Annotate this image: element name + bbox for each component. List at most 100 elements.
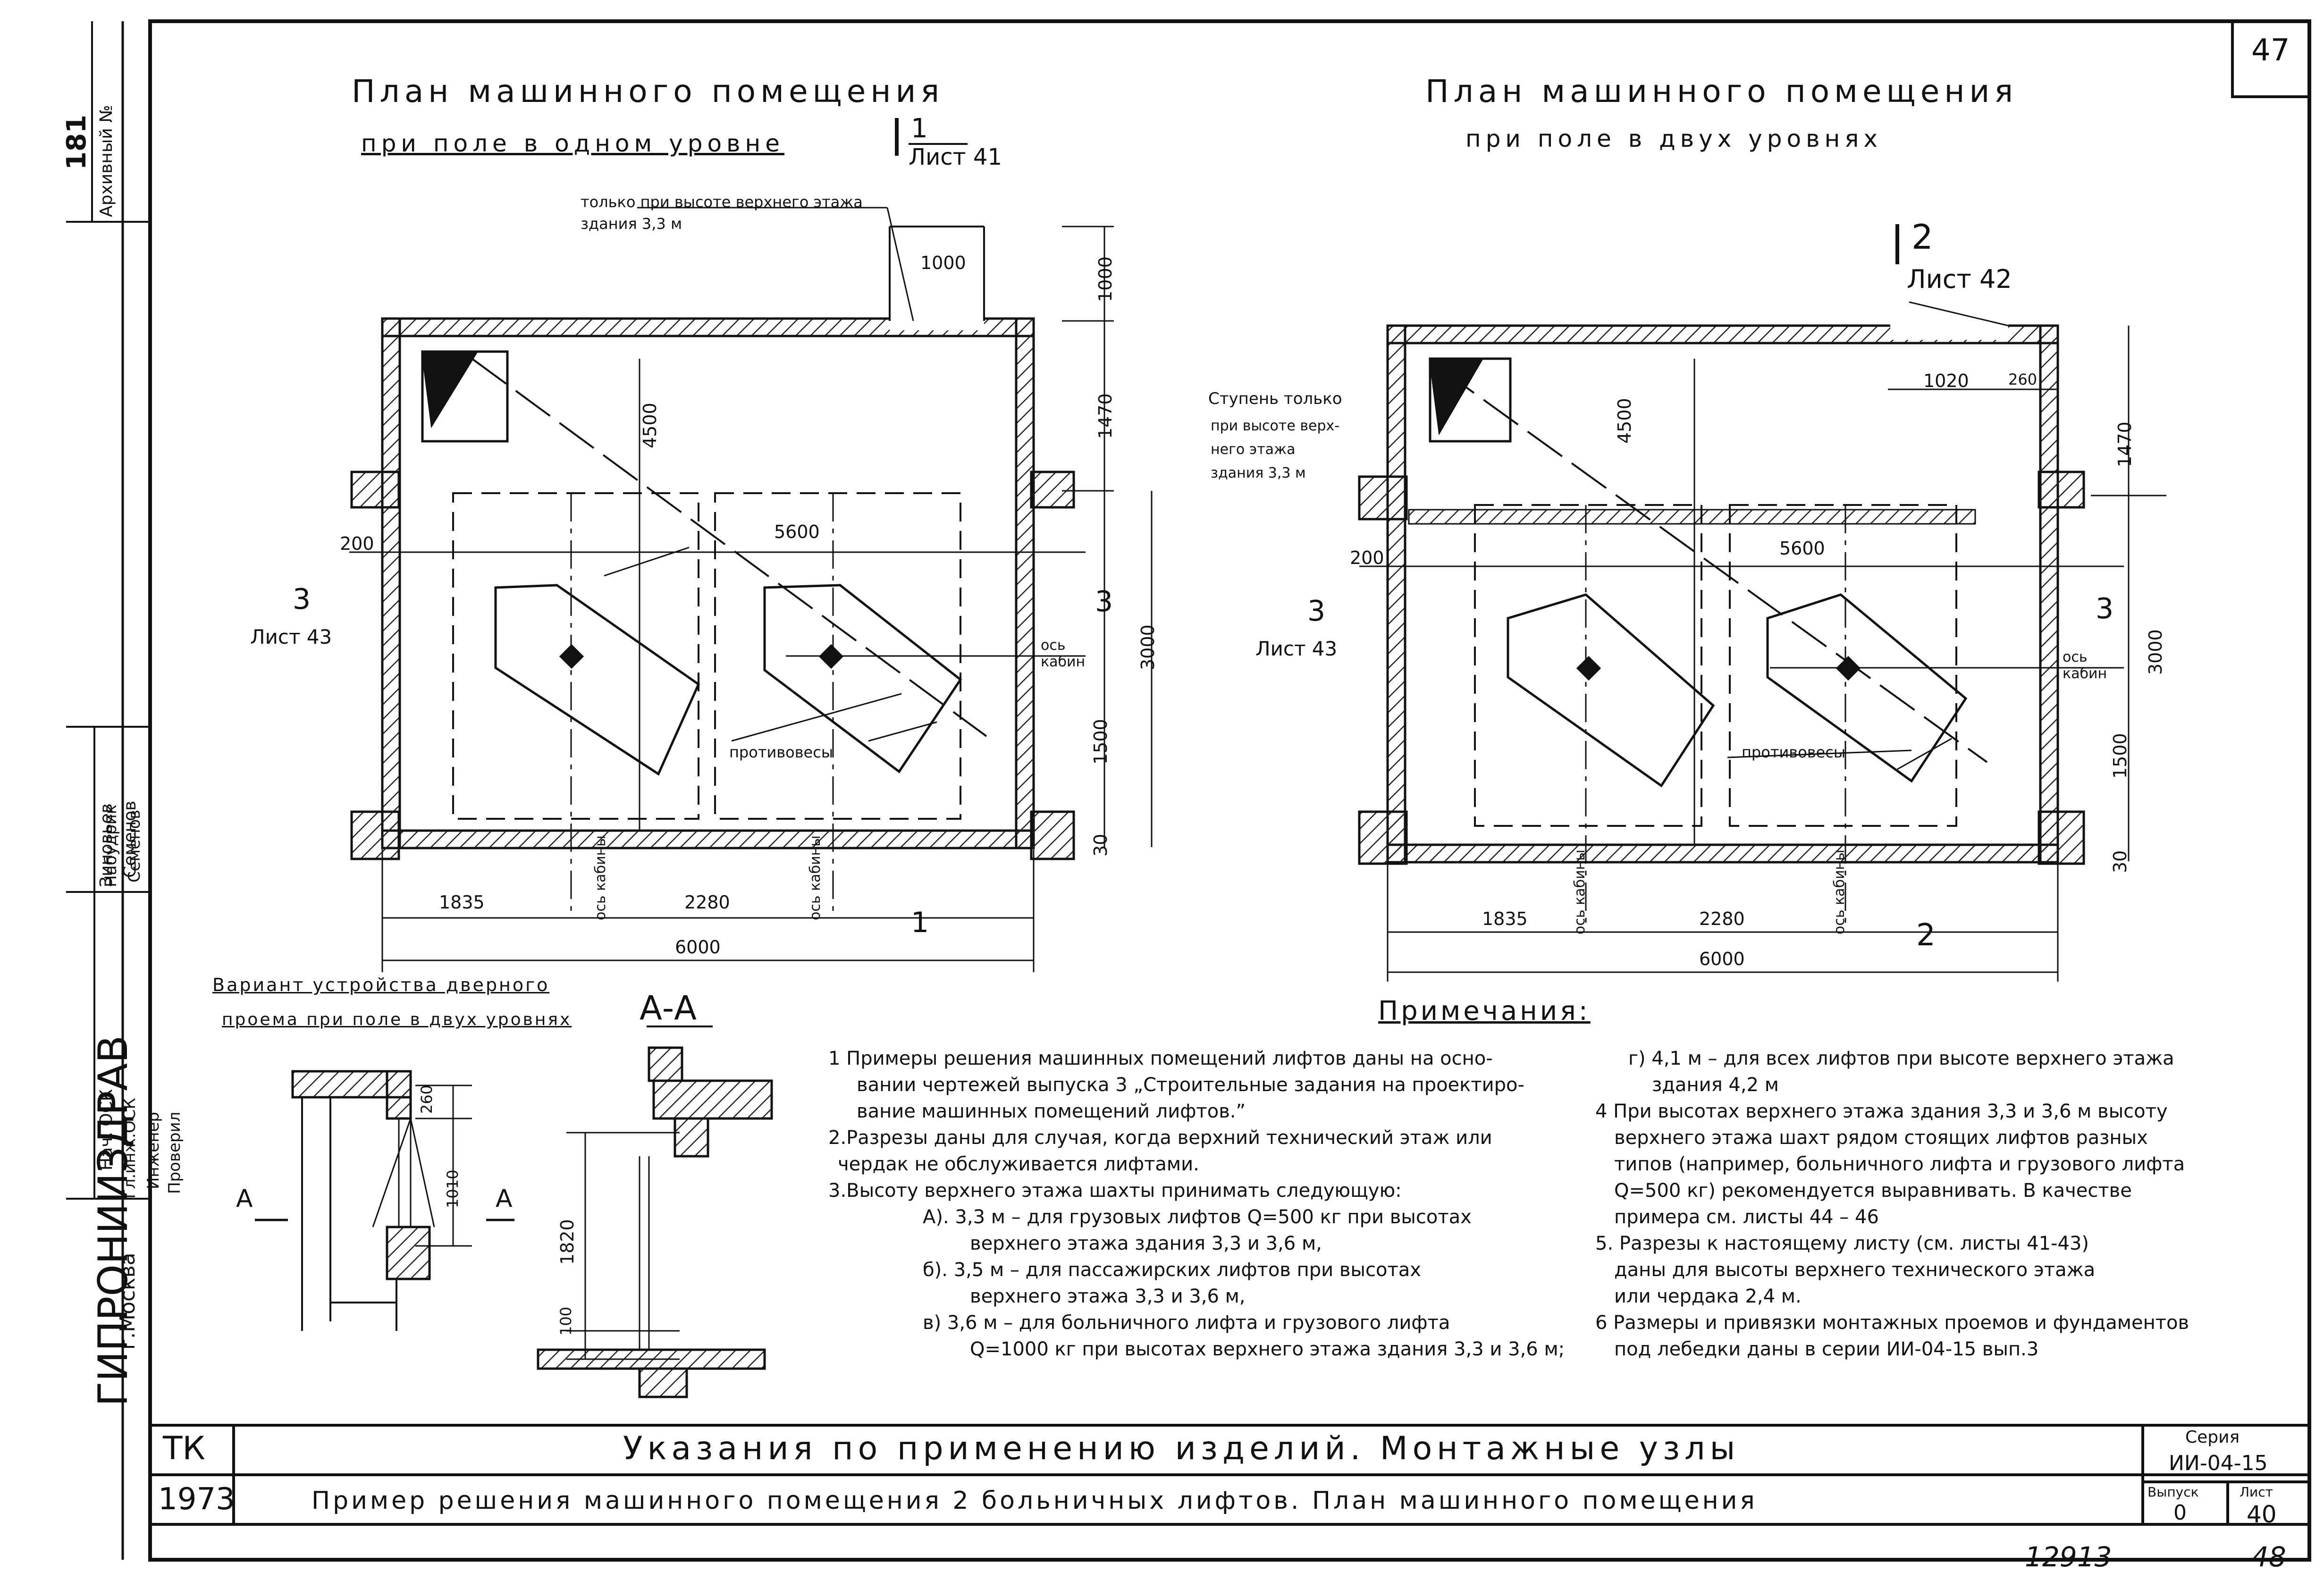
left-cut-bottom-num: 1 <box>911 906 929 939</box>
sheet-label: Лист <box>2240 1484 2273 1500</box>
name-4: Семенов <box>125 809 144 883</box>
variant-dim-260: 260 <box>418 1085 436 1114</box>
title-line-1: Указания по применению изделий. Монтажны… <box>623 1430 1740 1467</box>
series-value: ИИ-04-15 <box>2169 1451 2268 1475</box>
right-section-ref: 2 <box>1911 217 1933 257</box>
note-line: даны для высоты верхнего технического эт… <box>1614 1259 2096 1281</box>
left-section-ref: 1 <box>911 113 928 144</box>
dim-5600-r: 5600 <box>1779 538 1825 559</box>
right-step-note-4: здания 3,3 м <box>1211 465 1306 481</box>
left-cut-left-num: 3 <box>293 583 311 616</box>
right-step-note-1: Ступень только <box>1208 389 1342 408</box>
series-label: Серия <box>2185 1428 2240 1447</box>
note-line: верхнего этажа здания 3,3 и 3,6 м, <box>970 1233 1322 1254</box>
variant-subtitle: проема при поле в двух уровнях <box>222 1010 572 1029</box>
right-cut-left-num: 3 <box>1307 595 1326 628</box>
right-cut-right-num: 3 <box>2096 592 2114 625</box>
dim-1835-r: 1835 <box>1482 908 1528 929</box>
issue-value: 0 <box>2173 1501 2187 1525</box>
archive-label: Архивный № <box>97 105 116 217</box>
sheet-value: 40 <box>2247 1501 2277 1528</box>
note-line: 2.Разрезы даны для случая, когда верхний… <box>828 1127 1492 1149</box>
dim-260: 260 <box>2008 370 2038 388</box>
right-plan-title: План машинного помещения <box>1425 73 2018 109</box>
role-2: Гл.инж.ОСК <box>120 1098 139 1199</box>
variant-cut-right: А <box>496 1185 513 1213</box>
dim-3000: 3000 <box>1137 624 1158 670</box>
archive-number: 181 <box>61 115 92 170</box>
left-counterweights: противовесы <box>729 743 834 761</box>
dim-2280: 2280 <box>684 892 730 913</box>
dim-5600: 5600 <box>774 521 820 542</box>
left-plan-walls <box>350 311 1075 860</box>
bottom-sheet-number: 48 <box>2251 1541 2286 1573</box>
note-line: вание машинных помещений лифтов.” <box>857 1101 1246 1122</box>
left-plan-subtitle: при поле в одном уровне <box>361 130 784 157</box>
notes-title: Примечания: <box>1378 996 1591 1026</box>
note-line: б). 3,5 м – для пассажирских лифтов при … <box>923 1259 1421 1281</box>
right-axis-cabin-2: ось кабины <box>1831 849 1848 934</box>
role-3: Инженер <box>144 1112 163 1189</box>
note-line: здания 4,2 м <box>1652 1074 1779 1096</box>
dim-4500: 4500 <box>640 403 660 448</box>
role-1: Нач. ОСК <box>97 1089 116 1170</box>
organization-city: г.Москва <box>116 1253 140 1350</box>
right-step-note-3: него этажа <box>1211 441 1296 458</box>
right-section-sheet: Лист 42 <box>1907 264 2012 294</box>
note-line: 1 Примеры решения машинных помещений лиф… <box>828 1048 1493 1069</box>
left-cut-left-sheet: Лист 43 <box>250 625 332 648</box>
title-code-1: ТК <box>163 1430 205 1467</box>
note-line: Q=1000 кг при высотах верхнего этажа зда… <box>970 1338 1565 1360</box>
name-3: Набудрик <box>101 804 120 887</box>
left-plan-title: План машинного помещения <box>352 73 944 109</box>
dim-1470-r: 1470 <box>2114 421 2135 467</box>
left-winch-symbol <box>421 350 509 443</box>
right-counterweights: противовесы <box>1742 743 1846 761</box>
dim-1835: 1835 <box>439 892 485 913</box>
section-aa-detail <box>537 1026 773 1398</box>
note-line: чердак не обслуживается лифтами. <box>838 1153 1199 1175</box>
notes-right: г) 4,1 м – для всех лифтов при высоте ве… <box>1595 1045 2189 1362</box>
dim-1020: 1020 <box>1923 370 1969 391</box>
note-line: 3.Высоту верхнего этажа шахты принимать … <box>828 1180 1402 1202</box>
note-line: г) 4,1 м – для всех лифтов при высоте ве… <box>1628 1048 2174 1069</box>
dim-3000-r: 3000 <box>2145 629 2166 675</box>
right-plan-subtitle: при поле в двух уровнях <box>1465 125 1882 152</box>
note-line: Q=500 кг) рекомендуется выравнивать. В к… <box>1614 1180 2132 1202</box>
section-dim-100: 100 <box>557 1306 575 1336</box>
right-axis-cabin-1: ось кабины <box>1572 849 1588 934</box>
note-line: в) 3,6 м – для больничного лифта и грузо… <box>923 1312 1450 1334</box>
left-axis-cabin-2: ось кабины <box>807 835 824 920</box>
left-axis-cabin: ось кабин <box>1041 637 1086 670</box>
dim-1470: 1470 <box>1095 393 1116 439</box>
dim-6000: 6000 <box>675 937 721 958</box>
sheet-corner-number: 47 <box>2251 33 2290 68</box>
title-block-lines <box>150 1424 2309 1526</box>
note-line: типов (например, больничного лифта и гру… <box>1614 1153 2185 1175</box>
dim-1000v: 1000 <box>1095 256 1116 302</box>
section-dim-1820: 1820 <box>557 1219 578 1265</box>
right-step-note-2: при высоте верх- <box>1211 418 1340 434</box>
notes-left: 1 Примеры решения машинных помещений лиф… <box>828 1045 1565 1362</box>
corner-box <box>2231 20 2311 98</box>
issue-label: Выпуск <box>2147 1484 2199 1500</box>
left-section-sheet: Лист 41 <box>909 144 1002 170</box>
right-cut-bottom-num: 2 <box>1916 918 1936 953</box>
note-line: А). 3,3 м – для грузовых лифтов Q=500 кг… <box>923 1206 1472 1228</box>
variant-detail <box>255 1070 514 1331</box>
note-line: 6 Размеры и привязки монтажных проемов и… <box>1595 1312 2189 1334</box>
note-line: верхнего этажа шахт рядом стоящих лифтов… <box>1614 1127 2148 1149</box>
sheet-frame <box>148 19 2311 1562</box>
note-line: 5. Разрезы к настоящему листу (см. листы… <box>1595 1233 2089 1254</box>
left-cut-right-num: 3 <box>1095 585 1113 618</box>
dim-30-r: 30 <box>2110 850 2130 873</box>
dim-6000-r: 6000 <box>1699 949 1745 969</box>
dim-30: 30 <box>1090 833 1111 857</box>
role-4: Проверил <box>165 1111 184 1194</box>
dim-1500: 1500 <box>1090 719 1111 765</box>
variant-title: Вариант устройства дверного <box>212 975 550 995</box>
dim-1000: 1000 <box>920 252 966 273</box>
note-line: верхнего этажа 3,3 и 3,6 м, <box>970 1286 1246 1307</box>
dim-4500-r: 4500 <box>1614 398 1635 444</box>
